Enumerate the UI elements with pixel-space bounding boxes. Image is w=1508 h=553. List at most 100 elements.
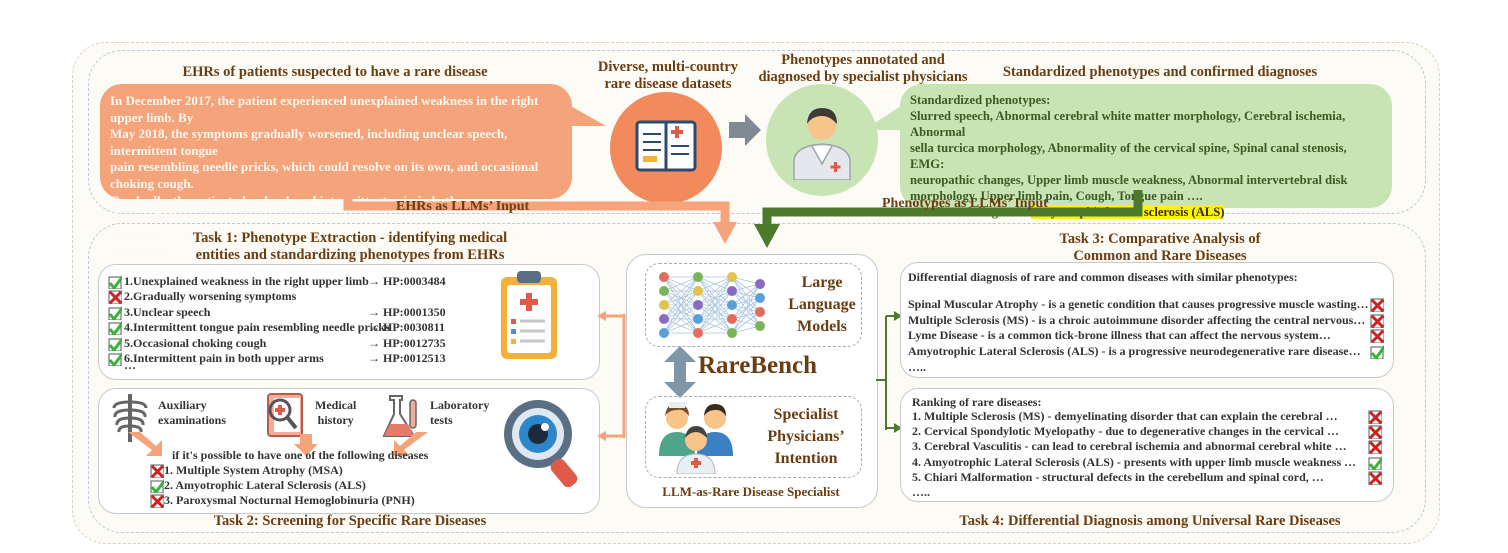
cross-icon [1368, 440, 1382, 455]
aux-label: Auxiliary examinations [158, 398, 226, 428]
network-node [693, 314, 703, 324]
task-connector-right [876, 311, 902, 433]
differential-item: Multiple Sclerosis (MS) - is a chroic au… [908, 312, 1366, 327]
hpo-code: → HP:0001350 [368, 304, 446, 319]
spec-panel [645, 396, 862, 478]
history-label-line: history [317, 413, 354, 427]
check-icon [108, 305, 122, 320]
llm-label-line: Large [801, 274, 843, 291]
ehr-bubble: In December 2017, the patient experience… [100, 84, 572, 257]
brand-title: RareBench [698, 352, 817, 379]
std-bubble-tail [864, 100, 910, 130]
ranked-disease: 2. Cervical Spondylotic Myelopathy - due… [912, 424, 1339, 439]
cross-icon [1370, 314, 1384, 328]
task4-header: Ranking of rare diseases: [912, 395, 1042, 409]
spec-label-line: Intention [774, 450, 838, 467]
check-icon [108, 275, 122, 289]
task1-title: Task 1: Phenotype Extraction - identifyi… [140, 230, 560, 264]
spec-label: Specialist Physicians’ Intention [754, 404, 858, 470]
network-node [727, 328, 737, 338]
std-line: sella turcica morphology, Abnormality of… [910, 141, 1347, 171]
hpo-code: → HP:0012513 [368, 351, 446, 365]
hpo-code: → HP:0003484 [368, 274, 446, 288]
ehr-line: May 2018, the symptoms gradually worsene… [110, 126, 508, 158]
differential-item: Lyme Disease - is a common tick-brone il… [908, 328, 1331, 343]
lab-label: Laboratory tests [430, 398, 489, 428]
annot-title: Phenotypes annotated and diagnosed by sp… [748, 52, 978, 86]
phenotype-item: 5.Occasional choking cough [124, 335, 267, 350]
ehr-bubble-tail [560, 100, 606, 126]
network-edge [697, 304, 733, 334]
network-edge [663, 276, 699, 320]
network-node [755, 279, 765, 289]
task4-box [900, 388, 1394, 502]
aux-label-line: examinations [158, 413, 227, 427]
network-edge [697, 276, 733, 292]
dataset-title-line: Diverse, multi-country [597, 59, 739, 75]
medical-history-icon [267, 393, 303, 437]
network-edge [697, 276, 733, 334]
network-node [659, 286, 669, 296]
book-icon [635, 120, 697, 172]
ranked-disease: 4. Amyotrophic Lateral Sclerosis (ALS) -… [912, 454, 1357, 469]
std-line: neuropathic changes, Upper limb muscle w… [910, 173, 1348, 187]
ehr-text: In December 2017, the patient experience… [100, 84, 572, 268]
arrow-right-icon [729, 114, 761, 146]
network-node [727, 272, 737, 282]
task2-arrows [128, 432, 428, 456]
differential-item: Amyotrophic Lateral Sclerosis (ALS) - is… [908, 343, 1361, 358]
std-line: morphology, Upper limb pain, Cough, Tong… [910, 189, 1203, 203]
pheno-input-label: Phenotypes as LLMs’ Input [882, 196, 1048, 211]
cross-icon [1368, 471, 1382, 485]
task1-more: … [124, 358, 136, 372]
candidate-disease: 1. Multiple System Atrophy (MSA) [164, 463, 343, 477]
ehr-line: indicated …; cervical spine MRI suggeste… [110, 225, 518, 258]
ehr-input-arrow [343, 180, 737, 244]
task3-title: Task 3: Comparative Analysis of Common a… [960, 231, 1360, 265]
ranked-disease: 3. Cerebral Vasculitis - can lead to cer… [912, 439, 1347, 454]
history-label-line: Medical [315, 398, 357, 412]
network-node [755, 321, 765, 331]
network-node [693, 286, 703, 296]
spec-label-line: Physicians’ [767, 428, 845, 445]
hpo-code: → HP:0012735 [368, 335, 446, 350]
spec-label-line: Specialist [773, 406, 839, 423]
task3-header: Differential diagnosis of rare and commo… [908, 270, 1298, 284]
annot-title-line: Phenotypes annotated and [781, 52, 945, 68]
network-node [659, 300, 669, 310]
neural-network-icon [659, 272, 765, 338]
cross-icon [150, 464, 164, 478]
check-icon [1368, 455, 1382, 470]
check-icon [1370, 344, 1384, 359]
network-node [693, 300, 703, 310]
task3-more: ….. [908, 360, 926, 374]
llm-label: Large Language Models [782, 272, 862, 338]
task-connector-left [597, 311, 626, 441]
bottom-panel [88, 223, 1426, 533]
phenotype-item: 3.Unclear speech [124, 304, 211, 319]
llm-label-line: Language [788, 296, 856, 313]
cross-icon [108, 290, 122, 305]
ehr-title: EHRs of patients suspected to have a rar… [182, 64, 488, 80]
ehr-input-label: EHRs as LLMs’ Input [396, 199, 530, 214]
network-edge [697, 276, 733, 320]
task2-question: if it's possible to have one of the foll… [172, 448, 429, 462]
top-panel [88, 50, 1426, 214]
task4-title: Task 4: Differential Diagnosis among Uni… [959, 513, 1341, 529]
cross-icon [1370, 329, 1384, 344]
cross-icon [1370, 298, 1384, 312]
network-edge [731, 283, 761, 306]
network-node [727, 286, 737, 296]
task3-box [900, 262, 1394, 378]
network-edge [663, 276, 699, 334]
ranked-disease: 1. Multiple Sclerosis (MS) - demyelinati… [912, 409, 1338, 423]
network-node [693, 328, 703, 338]
phenotype-item: 1.Unexplained weakness in the right uppe… [124, 274, 369, 288]
network-node [659, 314, 669, 324]
network-node [727, 314, 737, 324]
network-edge [663, 290, 699, 334]
network-node [693, 272, 703, 282]
task3-title-line: Task 3: Comparative Analysis of [1059, 231, 1261, 247]
std-line: Slurred speech, Abnormal cerebral white … [910, 109, 1346, 139]
check-icon [108, 321, 122, 336]
